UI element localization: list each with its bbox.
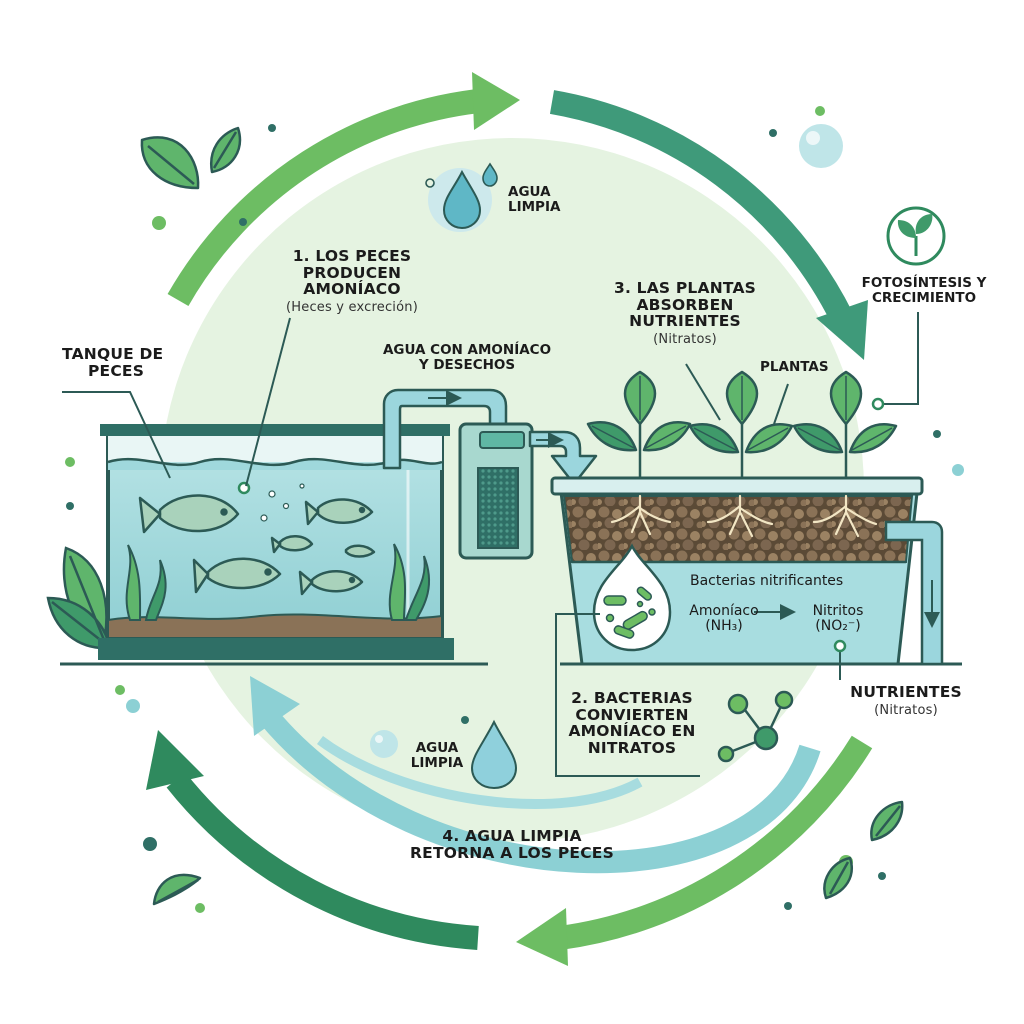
arrow-inner-return-thin [317,735,643,809]
label-agua-amoniaco-line1: AGUA CON AMONÍACO [382,342,552,358]
bubble-icon [370,124,843,758]
label-agua-amoniaco: AGUA CON AMONÍACO Y DESECHOS [362,343,572,372]
label-bacterias-nitrificantes: Bacterias nitrificantes [690,573,844,589]
leaf-icon [140,126,904,906]
label-step1-line2: PRODUCEN [302,263,402,282]
label-step2: 2. BACTERIAS CONVIERTEN AMONÍACO EN NITR… [562,690,702,757]
bio-filter [458,422,534,560]
side-plants [46,546,112,650]
fotosintesis-leader [880,312,919,405]
label-step3-line3: NUTRIENTES [629,312,741,331]
label-nitritos-line1: Nitritos [812,603,864,619]
label-step4-line2: RETORNA A LOS PECES [410,843,614,862]
label-step4-line1: 4. AGUA LIMPIA [442,827,582,845]
cycle-arrows [146,72,873,966]
label-step1-line1: 1. LOS PECES [292,247,412,265]
label-nitritos: Nitritos (NO₂⁻) [800,603,876,635]
arrow-head-inner-return [250,676,300,736]
arrow-head-top-right [816,300,868,360]
arrow-head-bottom-right [516,908,568,966]
step1-leader [245,317,291,487]
label-tanque: TANQUE DE PECES [62,346,163,379]
plantas-leader [773,383,789,425]
plants-group [586,370,898,478]
label-agua-limpia-bottom-line2: LIMPIA [410,754,464,771]
label-fotosintesis-line1: FOTOSÍNTESIS Y [861,275,987,291]
tanque-leader [62,391,171,479]
label-nutrientes-sub: (Nitratos) [874,702,938,718]
arrow-inner-return [259,708,821,874]
fish-tank [60,424,488,666]
arrow-head-top-left [472,72,520,130]
fish-icon [138,494,376,596]
label-amoniaco-line1: Amoníaco [689,603,759,619]
label-step3-line2: ABSORBEN [636,295,734,314]
label-step3-line1: 3. LAS PLANTAS [613,279,757,297]
molecule-icon [717,690,794,763]
label-agua-limpia-top-line2: LIMPIA [508,198,561,215]
label-agua-limpia-top: AGUA LIMPIA [508,185,560,214]
arrow-top-right [549,90,853,324]
label-step3: 3. LAS PLANTAS ABSORBEN NUTRIENTES (Nitr… [592,280,778,347]
step2-leader [555,613,700,777]
sprout-icon [886,206,946,266]
label-nutrientes-title: NUTRIENTES [850,683,962,701]
label-step1-sub: (Heces y excreción) [286,300,418,316]
label-tanque-line2: PECES [88,361,145,380]
arrow-top-left [167,88,490,306]
label-nitritos-line2: (NO₂⁻) [815,618,861,635]
arrow-bottom-right [558,735,873,950]
label-fotosintesis-line2: CRECIMIENTO [871,289,977,306]
label-step1-line3: AMONÍACO [303,280,401,299]
label-nutrientes: NUTRIENTES (Nitratos) [838,684,974,718]
label-agua-limpia-bottom: AGUA LIMPIA [404,741,470,770]
label-step1: 1. LOS PECES PRODUCEN AMONÍACO (Heces y … [262,248,442,315]
label-step2-line3: AMONÍACO EN [568,722,696,741]
arrow-head-bottom-left [146,730,204,790]
label-step2-line1: 2. BACTERIAS [571,689,693,707]
water-drop-icon-bottom [470,719,518,790]
label-fotosintesis: FOTOSÍNTESIS Y CRECIMIENTO [850,276,998,305]
step3-leader [685,363,721,421]
label-amoniaco-line2: (NH₃) [705,618,743,635]
label-step2-line4: NITRATOS [587,739,677,758]
label-agua-amoniaco-line2: Y DESECHOS [418,356,516,373]
label-step4: 4. AGUA LIMPIA RETORNA A LOS PECES [392,828,632,861]
label-tanque-line1: TANQUE DE [62,345,164,363]
label-step2-line2: CONVIERTEN [575,705,689,724]
label-agua-limpia-top-line1: AGUA [508,184,551,200]
label-amoniaco: Amoníaco (NH₃) [686,603,762,635]
label-step3-sub: (Nitratos) [653,332,717,348]
bacteria-icon [592,543,672,652]
arrow-bottom-left [166,772,479,950]
label-agua-limpia-bottom-line1: AGUA [415,740,459,756]
water-drop-icon [425,162,498,232]
label-plantas: PLANTAS [760,359,829,375]
